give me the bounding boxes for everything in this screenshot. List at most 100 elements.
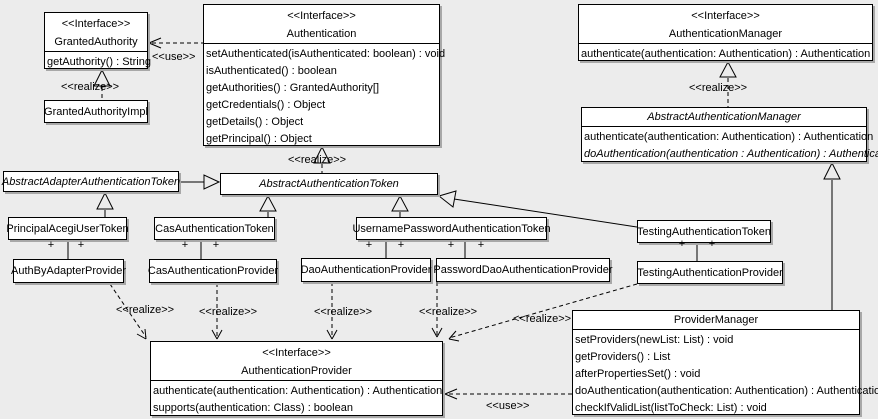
- plus-marker: +: [397, 239, 405, 251]
- arrowhead-realize-passworddao: [431, 327, 443, 338]
- class-name: Authentication: [286, 28, 357, 40]
- edge-testing-token-to-abstract-token: [453, 198, 638, 228]
- edge-label-realize: <<realize>>: [288, 154, 347, 166]
- class-authentication[interactable]: <<Interface>> Authentication setAuthenti…: [203, 4, 446, 148]
- class-name: CasAuthenticationToken: [155, 222, 274, 235]
- methods-compartment: setProviders(newList: List) : void getPr…: [573, 329, 878, 417]
- class-granted-authority[interactable]: <<Interface>> GrantedAuthority getAuthor…: [44, 12, 151, 70]
- class-cas-authentication-provider[interactable]: CasAuthenticationProvider: [147, 259, 279, 283]
- arrowhead-realize-dao: [326, 329, 338, 340]
- plus-marker: +: [365, 239, 373, 251]
- class-dao-authentication-provider[interactable]: DaoAuthenticationProvider: [301, 258, 431, 282]
- method: doAuthentication(authentication : Authen…: [584, 148, 878, 160]
- method: getCredentials() : Object: [206, 99, 326, 111]
- method: isAuthenticated() : boolean: [206, 65, 337, 77]
- arrowhead-realize-testing: [448, 330, 460, 342]
- class-abstract-authentication-token[interactable]: AbstractAuthenticationToken: [220, 173, 438, 195]
- class-granted-authority-impl[interactable]: GrantedAuthorityImpl: [44, 100, 148, 123]
- class-username-password-authentication-token[interactable]: UsernamePasswordAuthenticationToken: [352, 217, 551, 240]
- class-authentication-manager[interactable]: <<Interface>> AuthenticationManager auth…: [578, 4, 873, 61]
- triangle-testing-to-token: [437, 190, 457, 208]
- class-name: UsernamePasswordAuthenticationToken: [352, 222, 551, 235]
- edge-label-realize: <<realize>>: [61, 81, 120, 93]
- arrowhead-use-granted-authority: [148, 37, 162, 49]
- triangle-realize-authentication: [313, 145, 331, 164]
- class-name: TestingAuthenticationToken: [637, 225, 771, 238]
- plus-marker: +: [181, 239, 189, 251]
- class-header: <<Interface>> Authentication: [204, 5, 439, 43]
- methods-compartment: authenticate(authentication: Authenticat…: [579, 43, 872, 62]
- method: checkIfValidList(listToCheck: List) : vo…: [575, 402, 767, 414]
- method: getAuthorities() : GrantedAuthority[]: [206, 82, 380, 94]
- class-name: PasswordDaoAuthenticationProvider: [433, 264, 613, 276]
- methods-compartment: setAuthenticated(isAuthenticated: boolea…: [204, 43, 446, 148]
- class-header: <<Interface>> GrantedAuthority: [45, 13, 147, 51]
- class-name: TestingAuthenticationProvider: [637, 266, 783, 279]
- class-name: GrantedAuthorityImpl: [44, 105, 148, 118]
- methods-compartment: authenticate(authentication: Authenticat…: [582, 126, 878, 163]
- class-header: ProviderManager: [573, 311, 859, 329]
- edge-label-realize: <<realize>>: [689, 82, 748, 94]
- class-cas-authentication-token[interactable]: CasAuthenticationToken: [154, 217, 275, 240]
- class-name: CasAuthenticationProvider: [147, 265, 279, 277]
- class-name: ProviderManager: [673, 314, 759, 326]
- edge-label-realize: <<realize>>: [419, 306, 478, 318]
- class-header: <<Interface>> AuthenticationManager: [579, 5, 872, 43]
- class-principal-acegi-user-token[interactable]: PrincipalAcegiUserToken: [6, 217, 129, 240]
- method: getProviders() : List: [575, 351, 671, 363]
- class-name: AbstractAdapterAuthenticationToken: [1, 175, 181, 188]
- class-authentication-provider[interactable]: <<Interface>> AuthenticationProvider aut…: [150, 341, 443, 416]
- class-testing-authentication-token[interactable]: TestingAuthenticationToken: [637, 220, 771, 243]
- plus-marker: +: [477, 239, 485, 251]
- class-name: AbstractAuthenticationToken: [259, 178, 399, 190]
- methods-compartment: authenticate(authentication: Authenticat…: [151, 380, 442, 417]
- method: setAuthenticated(isAuthenticated: boolea…: [206, 48, 446, 60]
- stereotype-label: <<Interface>>: [61, 18, 131, 30]
- methods-compartment: getAuthority() : String: [45, 51, 151, 70]
- class-name: AuthenticationProvider: [241, 365, 352, 377]
- method: getAuthority() : String: [47, 56, 151, 68]
- edge-label-realize: <<realize>>: [513, 313, 572, 325]
- plus-marker: +: [708, 238, 716, 250]
- method: authenticate(authentication: Authenticat…: [584, 131, 874, 143]
- edge-label-use: <<use>>: [486, 400, 530, 412]
- arrowhead-realize-authbyadapter: [136, 328, 147, 340]
- triangle-cas-to-token: [259, 194, 277, 212]
- class-name: AuthByAdapterProvider: [11, 265, 126, 277]
- plus-marker: +: [678, 238, 686, 250]
- class-name: PrincipalAcegiUserToken: [6, 222, 129, 235]
- triangle-realize-granted-authority: [93, 68, 111, 87]
- method: doAuthentication(authentication: Authent…: [575, 385, 878, 397]
- class-password-dao-authentication-provider[interactable]: PasswordDaoAuthenticationProvider: [433, 258, 613, 282]
- method: authenticate(authentication: Authenticat…: [153, 385, 443, 397]
- class-abstract-authentication-manager[interactable]: AbstractAuthenticationManager authentica…: [581, 107, 878, 163]
- class-abstract-adapter-authentication-token[interactable]: AbstractAdapterAuthenticationToken: [1, 171, 181, 192]
- class-name: AuthenticationManager: [668, 28, 783, 40]
- triangle-realize-authentication-manager: [719, 60, 737, 78]
- plus-marker: +: [447, 239, 455, 251]
- method: afterPropertiesSet() : void: [575, 368, 701, 380]
- stereotype-label: <<Interface>>: [691, 10, 760, 22]
- stereotype-label: <<Interface>>: [262, 347, 331, 359]
- class-name: GrantedAuthority: [54, 36, 138, 48]
- class-provider-manager[interactable]: ProviderManager setProviders(newList: Li…: [572, 310, 878, 417]
- method: setProviders(newList: List) : void: [575, 334, 734, 346]
- stereotype-label: <<Interface>>: [287, 10, 356, 22]
- class-name: AbstractAuthenticationManager: [647, 111, 801, 123]
- class-auth-by-adapter-provider[interactable]: AuthByAdapterProvider: [11, 259, 126, 283]
- edge-realize-authbyadapter: [109, 283, 147, 338]
- triangle-abstract-adapter: [96, 191, 114, 210]
- edge-label-use: <<use>>: [152, 51, 196, 63]
- edge-label-realize: <<realize>>: [199, 306, 258, 318]
- arrowhead-realize-cas: [211, 329, 223, 340]
- method: getDetails() : Object: [206, 116, 304, 128]
- method: supports(authentication: Class) : boolea…: [153, 402, 353, 414]
- class-testing-authentication-provider[interactable]: TestingAuthenticationProvider: [637, 261, 783, 284]
- edge-realize-testing-provider: [448, 283, 638, 339]
- plus-marker: +: [77, 239, 85, 251]
- method: authenticate(authentication: Authenticat…: [581, 48, 871, 60]
- method: getPrincipal() : Object: [206, 133, 312, 145]
- class-header: <<Interface>> AuthenticationProvider: [151, 342, 442, 380]
